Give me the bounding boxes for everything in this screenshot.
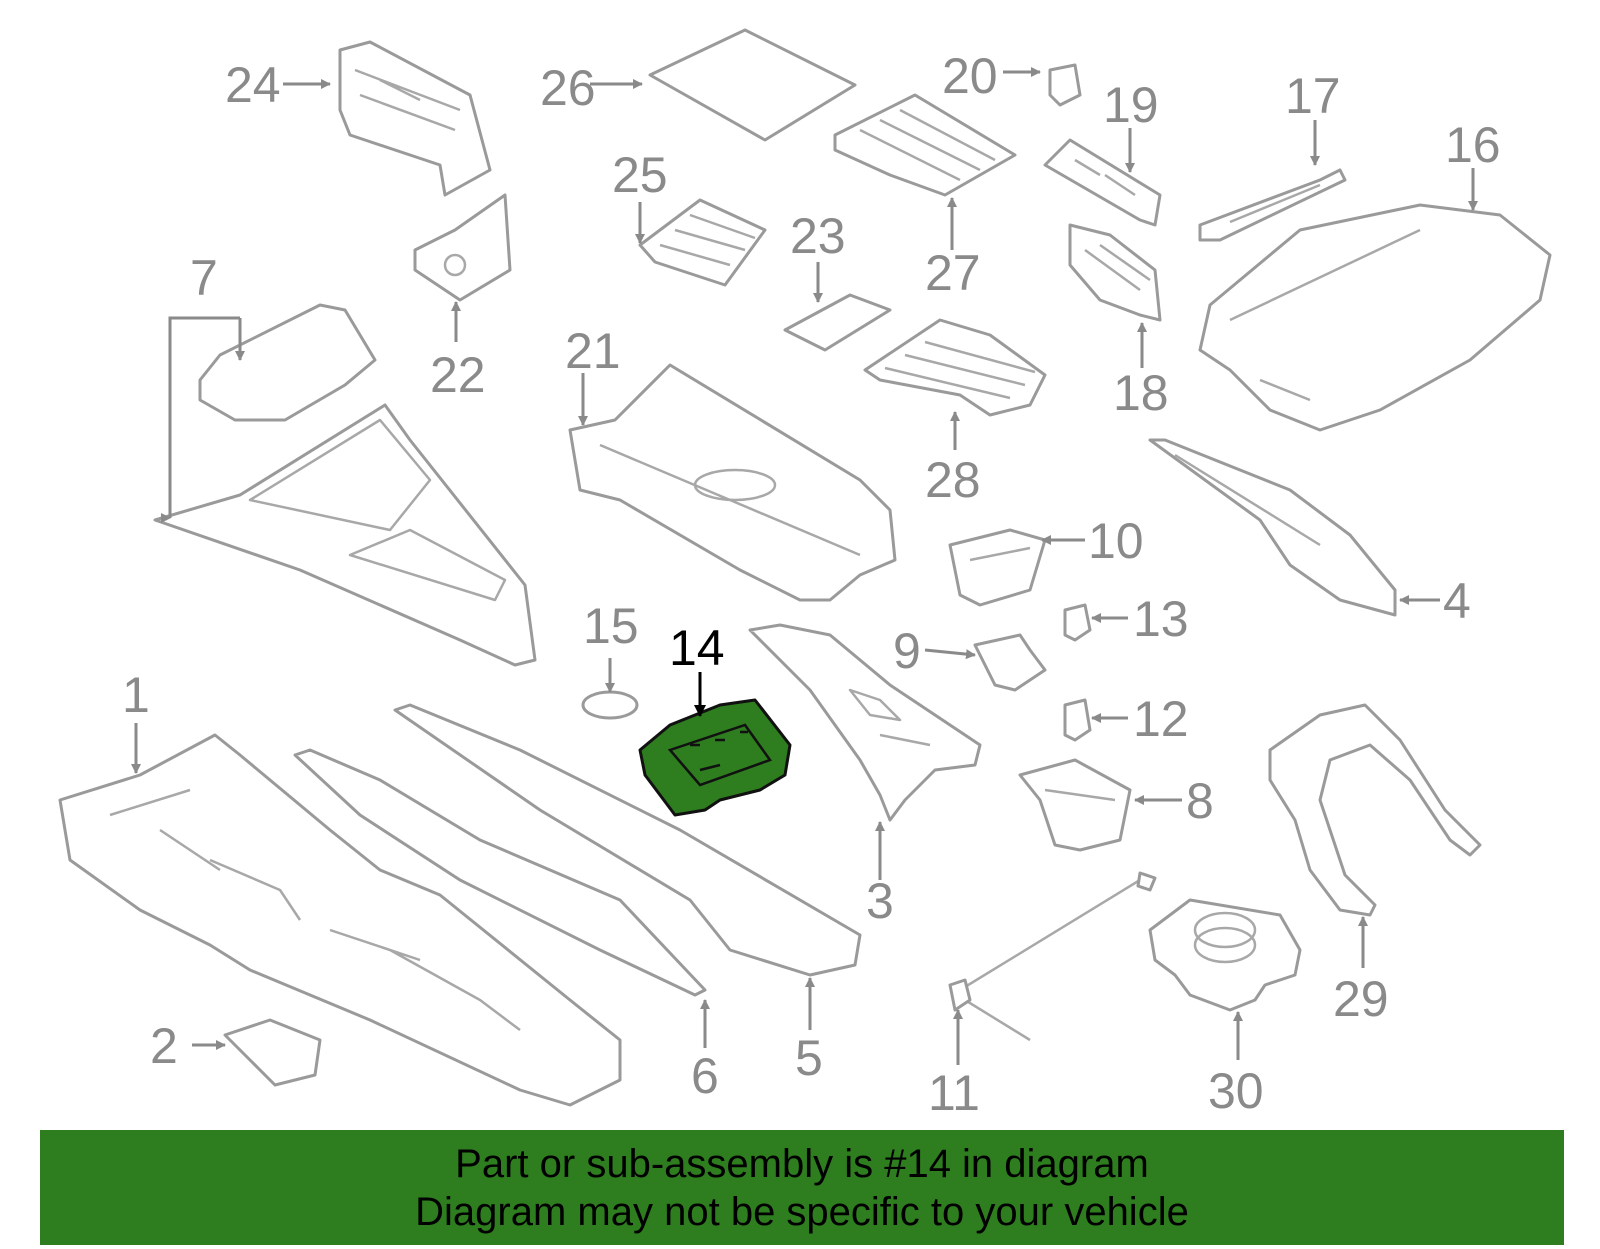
part-1-console: [58, 733, 622, 1107]
callout-28: 28: [925, 452, 981, 508]
part-8-cup: [1018, 758, 1132, 852]
callout-14: 14: [669, 620, 725, 676]
callout-16: 16: [1445, 117, 1501, 173]
callout-10: 10: [1088, 513, 1144, 569]
part-7-trim-panel: [153, 403, 537, 667]
callout-4: 4: [1443, 573, 1471, 629]
callout-25: 25: [612, 147, 668, 203]
part-14-highlighted: [638, 698, 792, 817]
part-24-storage-tray: [338, 40, 492, 197]
callout-17: 17: [1285, 68, 1341, 124]
callout-30: 30: [1208, 1063, 1264, 1119]
part-2-bracket: [223, 1018, 322, 1087]
part-9-cover: [973, 633, 1047, 692]
callout-9: 9: [893, 623, 921, 679]
part-11-cable: [948, 871, 1157, 1042]
callout-27: 27: [925, 245, 981, 301]
part-21-housing: [568, 363, 897, 602]
part-13-clip: [1063, 603, 1092, 642]
callout-5: 5: [795, 1030, 823, 1086]
callout-15: 15: [583, 598, 639, 654]
callout-8: 8: [1186, 773, 1214, 829]
callout-12: 12: [1133, 691, 1189, 747]
callout-19: 19: [1103, 77, 1159, 133]
part-15-ring: [581, 690, 639, 720]
part-26-mat: [648, 28, 857, 142]
callout-24: 24: [225, 57, 281, 113]
banner-line-disclaimer: Diagram may not be specific to your vehi…: [415, 1190, 1189, 1234]
leader-lines: [131, 67, 1478, 1065]
part-10-tray: [948, 528, 1047, 607]
part-22-bracket: [413, 193, 512, 302]
callout-23: 23: [790, 208, 846, 264]
callout-29: 29: [1333, 971, 1389, 1027]
callout-21: 21: [565, 323, 621, 379]
callout-2: 2: [150, 1018, 178, 1074]
part-28-mat: [863, 318, 1047, 417]
callout-13: 13: [1133, 591, 1189, 647]
part-7-pad: [198, 303, 377, 422]
callout-18: 18: [1113, 365, 1169, 421]
part-19-switch-panel: [1043, 138, 1162, 227]
banner-line-part-number: Part or sub-assembly is #14 in diagram: [455, 1142, 1149, 1186]
part-12-clip: [1063, 698, 1092, 742]
callout-11: 11: [928, 1065, 980, 1121]
callout-26: 26: [540, 60, 596, 116]
part-4-trim-strip: [1148, 438, 1397, 617]
part-18-switch-unit: [1068, 223, 1162, 322]
callout-1: 1: [122, 667, 150, 723]
part-6-trim-strip: [293, 748, 707, 997]
callout-6: 6: [691, 1048, 719, 1104]
callout-3: 3: [866, 873, 894, 929]
part-25-mat: [638, 198, 767, 287]
part-23-plate: [783, 293, 892, 352]
part-17-trim: [1198, 168, 1347, 242]
callout-7: 7: [190, 250, 218, 306]
callout-labels: 24 26 20 19 17 16 25 27 23 18 22 7 21 28…: [122, 48, 1501, 1121]
part-20-clip: [1048, 63, 1082, 107]
part-30-controller: [1148, 898, 1302, 1012]
info-banner: Part or sub-assembly is #14 in diagram D…: [40, 1130, 1564, 1245]
part-5-trim-panel: [393, 703, 862, 977]
part-16-armrest: [1198, 203, 1552, 432]
callout-20: 20: [942, 48, 998, 104]
part-27-mat: [833, 93, 1017, 197]
part-29-trim-arch: [1268, 703, 1482, 917]
callout-22: 22: [430, 347, 486, 403]
part-3-bezel: [748, 623, 982, 822]
